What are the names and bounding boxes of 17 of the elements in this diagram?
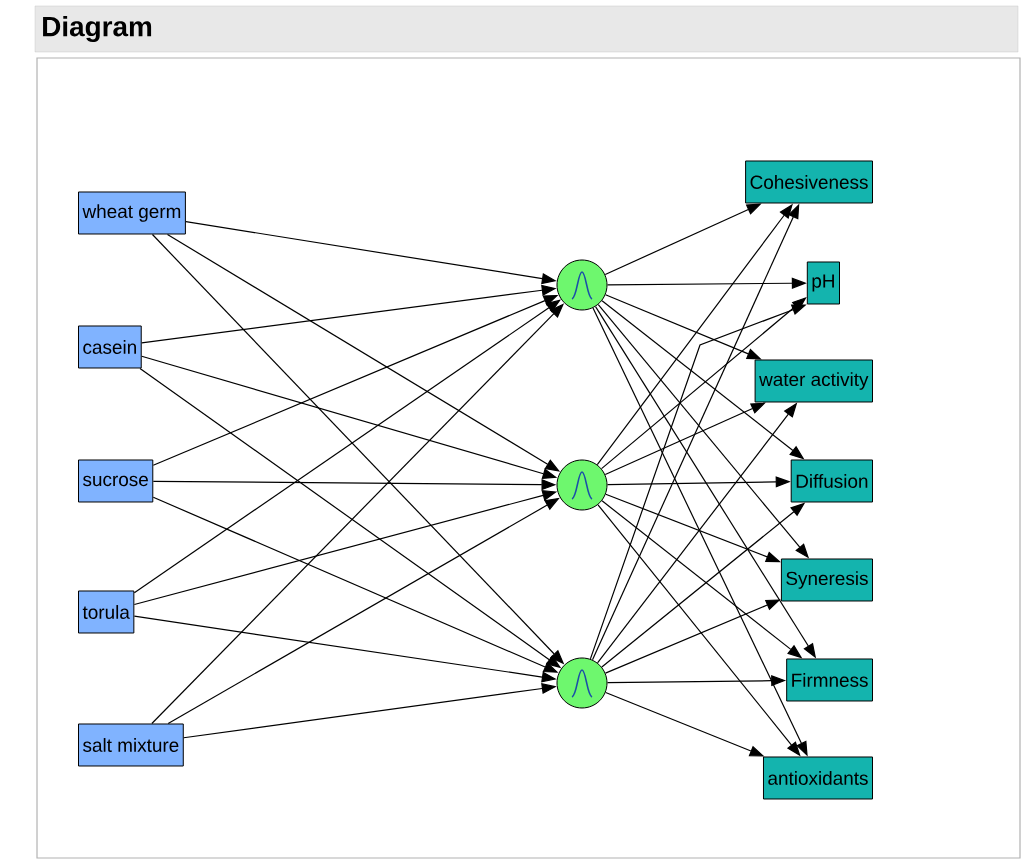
output-box: Firmness — [786, 658, 873, 702]
output-box: Syneresis — [780, 558, 873, 602]
input-box: salt mixture — [78, 723, 184, 767]
neuron-circle — [556, 657, 608, 709]
input-box: sucrose — [78, 459, 154, 503]
arrow — [133, 299, 561, 594]
input-box: casein — [78, 325, 142, 369]
output-box: Diffusion — [790, 459, 873, 503]
output-box: pH — [806, 261, 840, 305]
input-box: wheat germ — [78, 191, 186, 235]
neuron-circle — [556, 259, 608, 311]
output-box: water activity — [754, 359, 873, 403]
output-box: Cohesiveness — [745, 160, 873, 204]
neuron-circle — [556, 459, 608, 511]
output-box: antioxidants — [763, 756, 873, 800]
input-box: torula — [78, 590, 135, 634]
header-bar: Diagram — [34, 5, 1019, 53]
